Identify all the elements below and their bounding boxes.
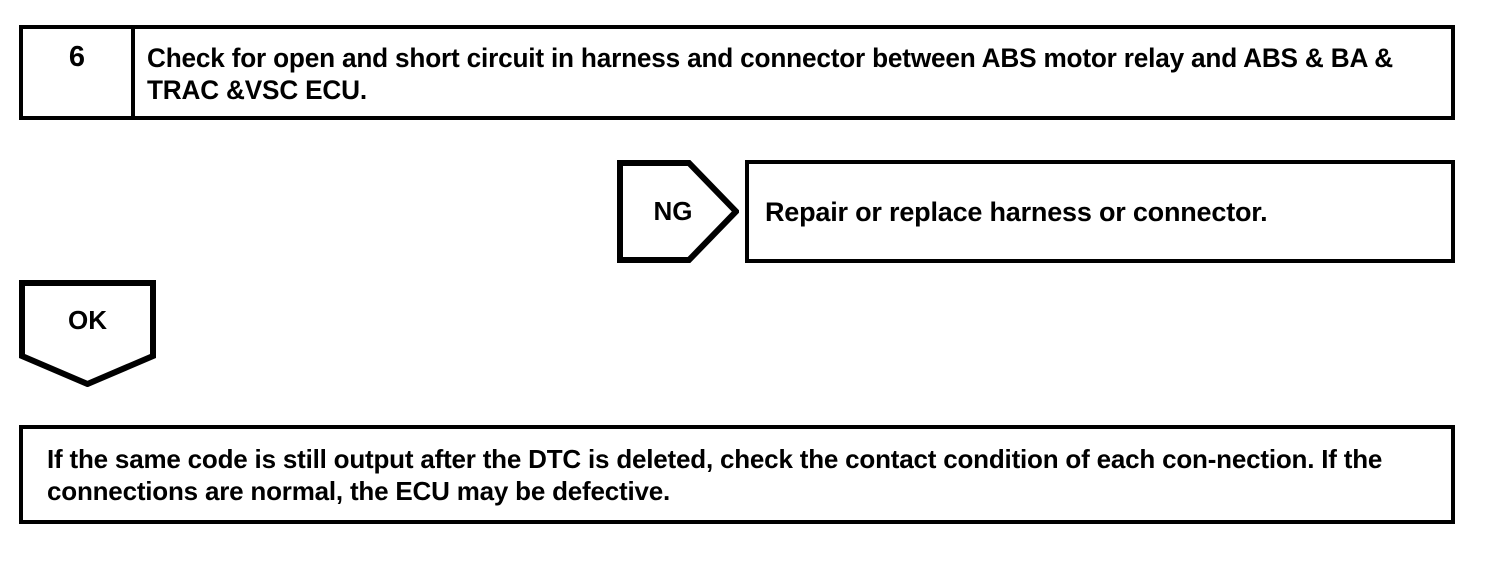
ng-branch-marker: NG bbox=[617, 160, 739, 263]
pentagon-down-icon bbox=[19, 280, 156, 387]
step-instruction-text: Check for open and short circuit in harn… bbox=[147, 43, 1393, 105]
step-number: 6 bbox=[68, 41, 86, 73]
step-number-cell: 6 bbox=[23, 29, 135, 116]
chevron-right-icon bbox=[617, 160, 739, 263]
step-instruction-cell: Check for open and short circuit in harn… bbox=[135, 29, 1451, 116]
ng-result-box: Repair or replace harness or connector. bbox=[745, 160, 1455, 263]
ng-result-text: Repair or replace harness or connector. bbox=[765, 196, 1268, 227]
conclusion-text: If the same code is still output after t… bbox=[47, 443, 1383, 506]
ok-branch-marker: OK bbox=[19, 280, 156, 387]
step-box: 6 Check for open and short circuit in ha… bbox=[19, 25, 1455, 120]
conclusion-box: If the same code is still output after t… bbox=[19, 425, 1455, 524]
